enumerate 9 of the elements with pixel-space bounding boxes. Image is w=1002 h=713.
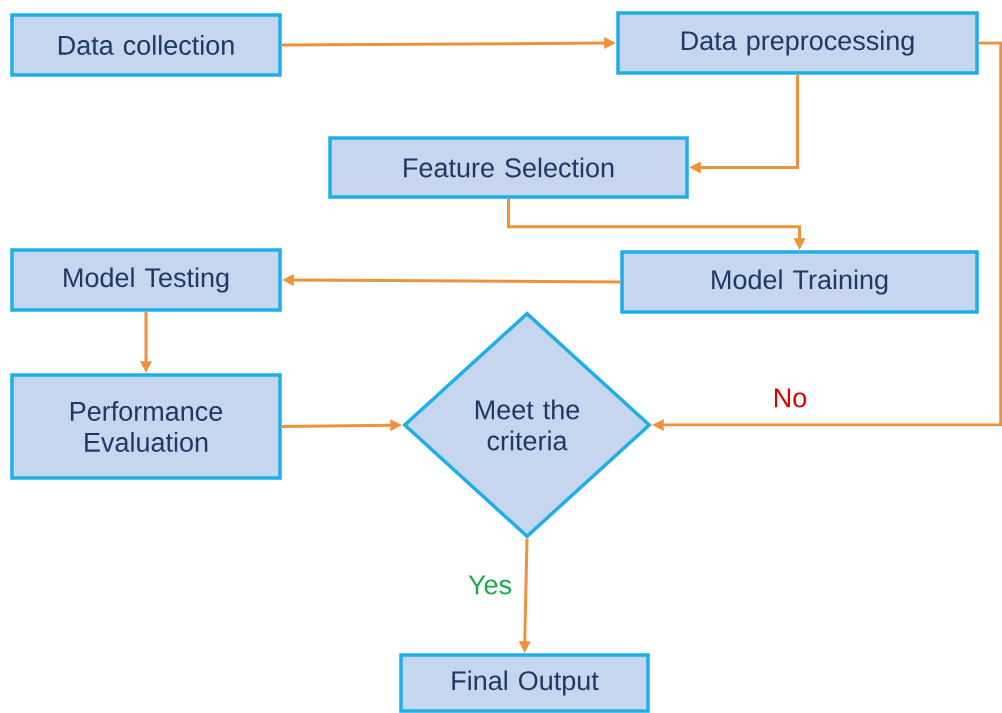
process-box: Model Training bbox=[620, 250, 979, 314]
process-box: Feature Selection bbox=[328, 136, 689, 199]
process-box: Data preprocessing bbox=[616, 11, 979, 75]
edge-label: No bbox=[771, 387, 809, 409]
process-box: Final Output bbox=[399, 653, 650, 713]
process-box: Performance Evaluation bbox=[10, 373, 282, 480]
process-box: Data collection bbox=[10, 13, 282, 77]
process-box: Model Testing bbox=[10, 248, 282, 312]
edge-label: Yes bbox=[467, 574, 514, 596]
